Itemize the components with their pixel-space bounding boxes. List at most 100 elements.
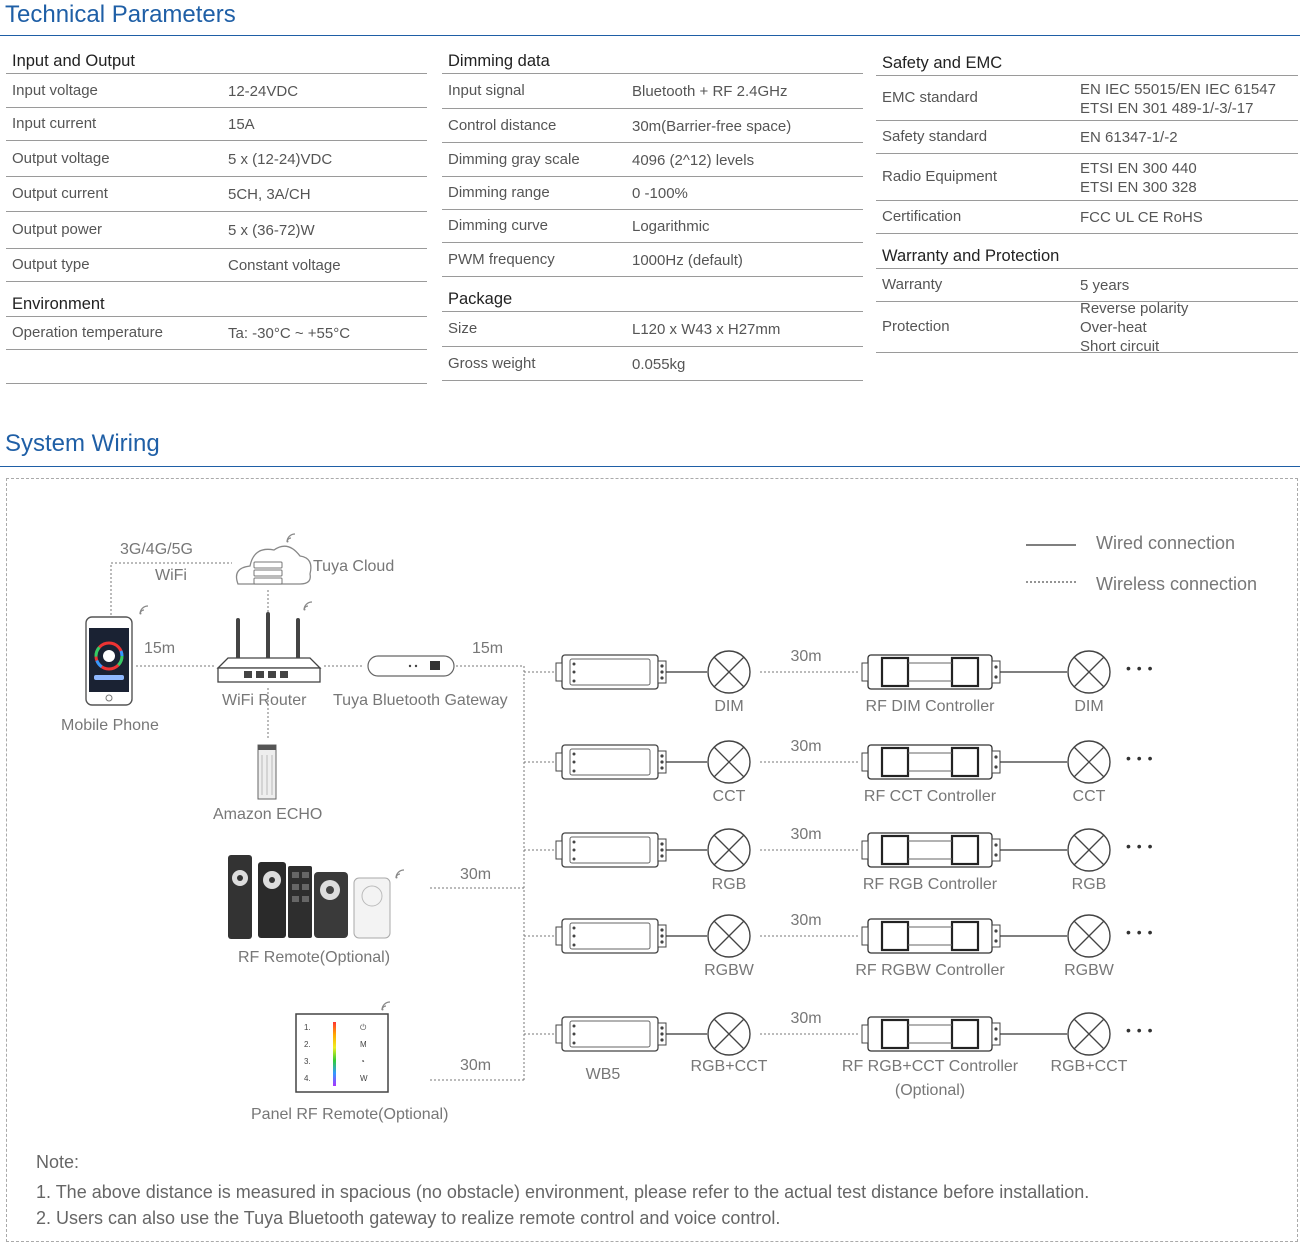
param-value-line: EN IEC 55015/EN IEC 61547 [1080, 80, 1276, 98]
wb5-driver-icon [555, 832, 667, 868]
note-title: Note: [36, 1152, 80, 1172]
wifi-router-icon [216, 601, 322, 683]
lamp-label: DIM [1074, 698, 1104, 715]
panel-distance: 30m [460, 1057, 492, 1074]
param-label: Dimming gray scale [448, 150, 580, 168]
param-value-line: Short circuit [1080, 338, 1160, 355]
phone-cloud-link [110, 562, 232, 615]
table-row: Safety standard EN 61347-1/-2 [876, 121, 1298, 154]
param-label: Safety standard [882, 128, 988, 145]
echo-label: Amazon ECHO [213, 806, 323, 823]
table-row: Input current 15A [6, 108, 427, 141]
param-value-line: 4096 (2^12) levels [632, 151, 755, 169]
more-ellipsis: • • • [1126, 924, 1154, 940]
remote-distance: 30m [460, 866, 492, 883]
panel-digit: 2. [304, 1040, 311, 1049]
param-value-line: Constant voltage [228, 257, 341, 274]
table-group-header: Warranty and Protection [876, 234, 1298, 269]
router-label: WiFi Router [222, 692, 307, 709]
panel-key: ⏻ [360, 1023, 367, 1032]
legend-wired-label: Wired connection [1096, 533, 1236, 553]
group-title: Environment [12, 295, 105, 313]
cloud-label: Tuya Cloud [313, 558, 395, 575]
table-group-header: Environment [6, 282, 427, 317]
distance-label: 30m [790, 826, 822, 843]
table-row: Dimming gray scale 4096 (2^12) levels [442, 143, 863, 177]
param-label: Warranty [882, 276, 943, 293]
param-value: 1000Hz (default) [632, 251, 743, 270]
group-title: Dimming data [448, 52, 550, 70]
param-value-line: 1000Hz (default) [632, 251, 743, 269]
controller-label: RF CCT Controller [863, 788, 997, 805]
controller-label: RF RGB Controller [862, 876, 998, 893]
param-label: Radio Equipment [882, 168, 998, 185]
param-value-line: 5 x (12-24)VDC [228, 150, 333, 168]
param-value-line: Logarithmic [632, 218, 710, 235]
more-ellipsis: • • • [1126, 750, 1154, 766]
param-value-line: 5CH, 3A/CH [228, 186, 311, 203]
controller-label: RF RGBW Controller [855, 962, 1005, 979]
gateway-distance: 15m [472, 640, 504, 657]
table-group-header: Safety and EMC [876, 38, 1298, 76]
param-value: EN 61347-1/-2 [1080, 128, 1178, 147]
param-value: 30m(Barrier-free space) [632, 117, 791, 136]
lamp-icon [1067, 914, 1111, 958]
phone-router-distance: 15m [144, 640, 176, 657]
param-label: Input current [12, 115, 97, 132]
wifi-label: WiFi [155, 567, 187, 584]
table-row [6, 350, 427, 384]
param-value: 0.055kg [632, 355, 685, 374]
param-value-line: EN 61347-1/-2 [1080, 129, 1178, 146]
controller-label-optional: (Optional) [894, 1082, 966, 1099]
table-group-header: Package [442, 277, 863, 312]
param-value-line: Reverse polarity [1080, 300, 1189, 317]
param-label: Output voltage [12, 149, 110, 167]
lamp-label: RGB [1071, 876, 1107, 893]
param-value-line: L120 x W43 x H27mm [632, 321, 781, 338]
lamp-label: RGB+CCT [1050, 1058, 1128, 1075]
lamp-label: RGB [711, 876, 747, 893]
distance-label: 30m [790, 1010, 822, 1027]
lamp-icon [1067, 740, 1111, 784]
table-row: Operation temperature Ta: -30°C ~ +55°C [6, 317, 427, 350]
note-1: 1. The above distance is measured in spa… [36, 1182, 1090, 1202]
note-2: 2. Users can also use the Tuya Bluetooth… [36, 1208, 781, 1228]
wb5-driver-icon [555, 744, 667, 780]
system-wiring-rule [0, 466, 1300, 467]
param-label: Output power [12, 221, 103, 238]
lamp-icon [1067, 650, 1111, 694]
controller-label: RF DIM Controller [865, 698, 995, 715]
group-title: Package [448, 290, 513, 308]
technical-title-rule [0, 35, 1300, 36]
param-value-line: Ta: -30°C ~ +55°C [228, 325, 351, 342]
technical-parameters-title: Technical Parameters [5, 1, 236, 28]
param-value: 15A [228, 115, 255, 134]
param-value-line: ETSI EN 300 440 [1080, 159, 1197, 177]
param-label: Certification [882, 208, 962, 225]
table-row: Dimming curve Logarithmic [442, 210, 863, 243]
wb5-driver-icon [555, 918, 667, 954]
distance-label: 30m [790, 738, 822, 755]
param-value: FCC UL CE RoHS [1080, 208, 1203, 227]
param-value-line: 5 x (36-72)W [228, 222, 315, 239]
table-row: Output power 5 x (36-72)W [6, 212, 427, 249]
wb5-driver-icon [555, 654, 667, 690]
param-label: Input voltage [12, 81, 98, 99]
table-row: Output voltage 5 x (12-24)VDC [6, 141, 427, 177]
gateway-label: Tuya Bluetooth Gateway [333, 692, 508, 709]
param-label: Operation temperature [12, 324, 163, 341]
lamp-label: DIM [714, 698, 744, 715]
param-value: L120 x W43 x H27mm [632, 320, 780, 339]
panel-remote-label: Panel RF Remote(Optional) [251, 1106, 449, 1123]
network-label: 3G/4G/5G [120, 541, 193, 558]
param-value: Bluetooth + RF 2.4GHz [632, 82, 788, 101]
param-label: Dimming curve [448, 217, 549, 234]
